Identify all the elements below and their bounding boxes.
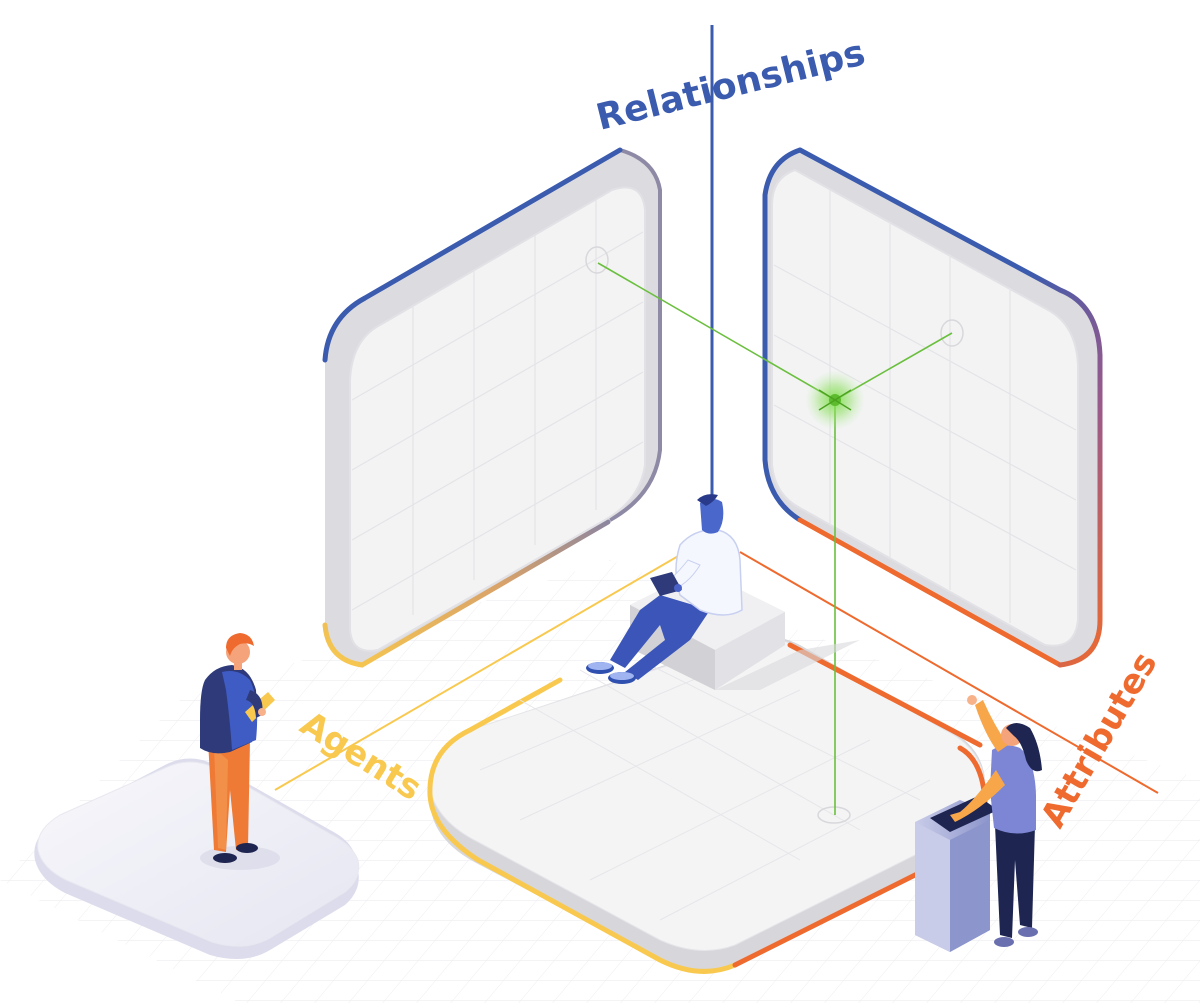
agents-pad bbox=[34, 758, 360, 959]
floor-platform bbox=[427, 636, 988, 974]
person-with-clipboard bbox=[200, 633, 275, 863]
agents-axis bbox=[274, 554, 681, 791]
person-at-lectern bbox=[950, 695, 1042, 947]
lectern bbox=[915, 796, 998, 952]
left-panel bbox=[322, 147, 662, 668]
person-with-tablet bbox=[586, 494, 743, 684]
relationships-label: Relationships bbox=[592, 32, 869, 138]
right-panel bbox=[762, 147, 1103, 668]
attributes-axis bbox=[739, 551, 1159, 794]
